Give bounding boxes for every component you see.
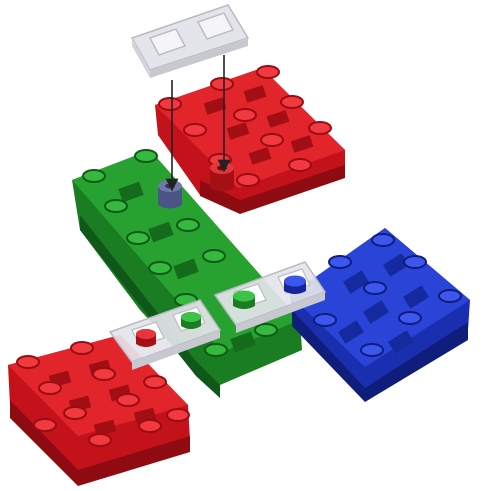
blue-block <box>290 228 470 402</box>
peg-red <box>210 162 234 192</box>
clear-connector-top <box>132 5 248 78</box>
peg-blue-gray <box>158 180 182 209</box>
